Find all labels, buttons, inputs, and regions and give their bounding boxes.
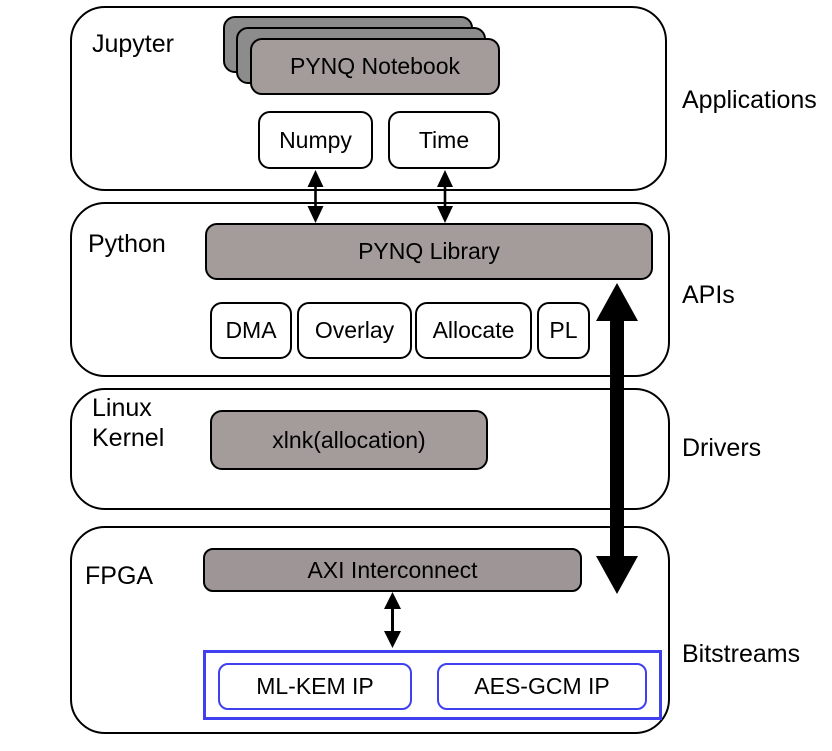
drivers-side-label: Drivers (682, 434, 762, 462)
apis-side-label: APIs (682, 281, 735, 309)
jupyter-label: Jupyter (92, 30, 174, 58)
xlnk-box: xlnk(allocation) (210, 410, 488, 470)
allocate-box: Allocate (415, 302, 532, 359)
time-box: Time (388, 111, 500, 169)
aes-gcm-ip-box: AES-GCM IP (437, 663, 647, 710)
axi-interconnect-box: AXI Interconnect (203, 548, 582, 592)
numpy-box: Numpy (258, 111, 373, 169)
python-label: Python (88, 230, 166, 258)
pynq-library-box: PYNQ Library (205, 223, 653, 280)
ml-kem-ip-box: ML-KEM IP (218, 663, 412, 710)
linux-kernel-label: Linux Kernel (92, 394, 165, 452)
overlay-box: Overlay (297, 302, 412, 359)
fpga-label: FPGA (85, 562, 154, 590)
applications-side-label: Applications (682, 86, 817, 114)
bitstreams-side-label: Bitstreams (682, 640, 801, 668)
pynq-notebook-box: PYNQ Notebook (250, 38, 500, 95)
pl-box: PL (537, 302, 590, 359)
dma-box: DMA (210, 302, 292, 359)
